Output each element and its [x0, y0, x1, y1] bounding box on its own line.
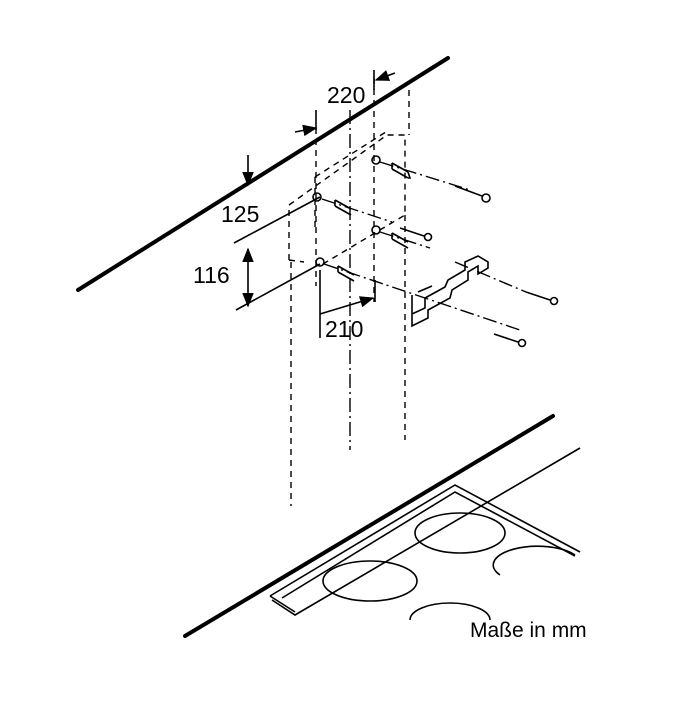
units-caption: Maße in mm	[470, 619, 587, 642]
drill-hole	[315, 257, 325, 267]
cooktop	[269, 447, 581, 621]
screw	[454, 185, 491, 203]
dimension-label-220: 220	[327, 82, 365, 108]
dimension-label-125: 125	[221, 201, 259, 227]
drill-hole	[312, 192, 322, 202]
vertical-guide-lines	[290, 78, 410, 506]
dimension-220: 220	[294, 70, 396, 137]
mounting-bracket	[411, 255, 489, 328]
cooking-zone	[322, 560, 418, 602]
drill-hole	[371, 155, 381, 165]
mounting-template	[288, 129, 406, 265]
cooking-zone	[492, 545, 576, 576]
wall-plug	[379, 231, 431, 249]
dimension-210: 210	[319, 270, 376, 342]
dimension-label-210: 210	[325, 316, 363, 342]
screws	[399, 185, 559, 348]
worktop-edge	[183, 414, 555, 638]
screw	[493, 333, 527, 348]
wall-plugs	[321, 161, 521, 331]
wall-plug	[379, 161, 471, 191]
wall-plug	[321, 198, 393, 223]
drill-holes	[312, 155, 381, 267]
cooking-zone	[414, 512, 506, 554]
cooking-zone	[409, 602, 491, 621]
screw	[399, 227, 433, 242]
drill-hole	[371, 225, 381, 235]
dimension-125: 125	[221, 155, 321, 244]
screw	[454, 261, 559, 306]
wall-plug	[323, 263, 521, 331]
dimension-116: 116	[193, 247, 321, 311]
dimension-label-116: 116	[193, 262, 230, 288]
ceiling-edge	[76, 56, 450, 292]
